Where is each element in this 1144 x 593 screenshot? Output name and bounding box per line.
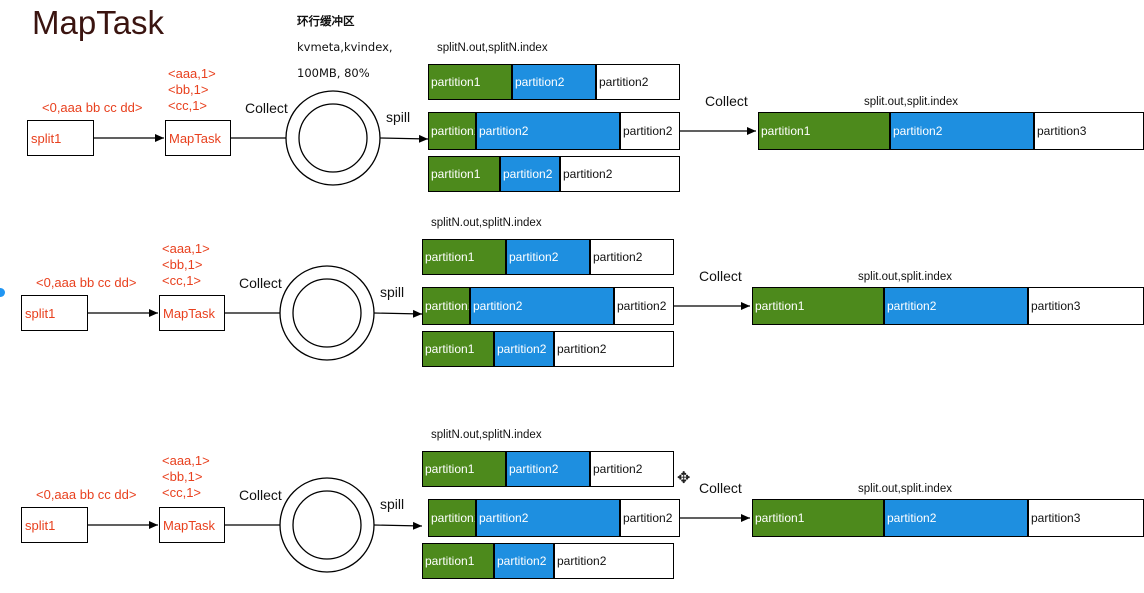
- merged-partition-segment: partition3: [1028, 287, 1144, 325]
- spill-arrow: [379, 134, 429, 143]
- collect-label: Collect: [239, 487, 282, 503]
- spill-partition-segment: partition2: [590, 239, 674, 275]
- kv-pair-label: <cc,1>: [162, 273, 202, 288]
- input-record-label: <0,aaa bb cc dd>: [36, 275, 137, 290]
- buffer-name: 环行缓冲区: [297, 14, 355, 28]
- maptask-box: MapTask: [159, 295, 225, 331]
- buffer-size: 100MB, 80%: [297, 66, 370, 80]
- spill-partition-segment: partition2: [554, 543, 674, 579]
- spill-partition-segment: partition2: [620, 112, 680, 150]
- kv-pair-label: <aaa,1>: [168, 66, 216, 81]
- split-box: split1: [21, 295, 88, 331]
- spill-partition-segment: partition2: [476, 112, 620, 150]
- spill-files-label: splitN.out,splitN.index: [431, 217, 542, 229]
- spill-partition-segment: partition2: [506, 451, 590, 487]
- kv-pair-label: <bb,1>: [162, 257, 203, 272]
- merged-file-label: split.out,split.index: [858, 271, 952, 283]
- ring-buffer-inner: [298, 103, 368, 173]
- spill-partition-segment: partition1: [428, 64, 512, 100]
- spill-label: spill: [380, 284, 405, 300]
- page-title: MapTask: [32, 4, 165, 41]
- spill-partition-segment: partition1: [422, 451, 506, 487]
- spill-label: spill: [380, 496, 405, 512]
- spill-partition-segment: partition2: [470, 287, 614, 325]
- spill-partition-segment: partition1: [422, 543, 494, 579]
- spill-label: spill: [386, 109, 411, 125]
- move-cursor-icon: ✥: [677, 470, 691, 487]
- spill-partition-segment: partition2: [560, 156, 680, 192]
- spill-partition-segment: partition2: [506, 239, 590, 275]
- spill-arrow: [373, 309, 423, 318]
- spill-partition-segment: partition1: [422, 239, 506, 275]
- spill-partition-segment: partition1: [428, 112, 476, 150]
- ring-buffer-inner: [292, 278, 362, 348]
- spill-partition-segment: partition2: [596, 64, 680, 100]
- spill-partition-segment: partition1: [428, 499, 476, 537]
- maptask-box: MapTask: [159, 507, 225, 543]
- spill-partition-segment: partition2: [614, 287, 674, 325]
- buffer-meta: kvmeta,kvindex,: [297, 40, 393, 54]
- spill-arrow: [373, 521, 423, 530]
- kv-pair-label: <cc,1>: [162, 485, 202, 500]
- spill-partition-segment: partition2: [512, 64, 596, 100]
- spill-partition-segment: partition2: [476, 499, 620, 537]
- split-box: split1: [21, 507, 88, 543]
- collect-label: Collect: [239, 275, 282, 291]
- collect-label: Collect: [245, 100, 288, 116]
- input-record-label: <0,aaa bb cc dd>: [42, 100, 143, 115]
- input-record-label: <0,aaa bb cc dd>: [36, 487, 137, 502]
- maptask-box: MapTask: [165, 120, 231, 156]
- merge-collect-label: Collect: [699, 268, 742, 284]
- merged-partition-segment: partition1: [758, 112, 890, 150]
- merged-partition-segment: partition1: [752, 499, 884, 537]
- merged-partition-segment: partition2: [890, 112, 1034, 150]
- merge-collect-label: Collect: [705, 93, 748, 109]
- kv-pair-label: <cc,1>: [168, 98, 208, 113]
- merged-partition-segment: partition1: [752, 287, 884, 325]
- merged-partition-segment: partition3: [1034, 112, 1144, 150]
- merged-file-label: split.out,split.index: [858, 483, 952, 495]
- spill-files-label: splitN.out,splitN.index: [431, 429, 542, 441]
- kv-pair-label: <bb,1>: [162, 469, 203, 484]
- kv-pair-label: <aaa,1>: [162, 453, 210, 468]
- spill-partition-segment: partition1: [428, 156, 500, 192]
- spill-partition-segment: partition2: [620, 499, 680, 537]
- spill-partition-segment: partition1: [422, 331, 494, 367]
- ring-buffer-inner: [292, 490, 362, 560]
- spill-partition-segment: partition2: [494, 543, 554, 579]
- connection-dot: [0, 288, 5, 297]
- merged-file-label: split.out,split.index: [864, 96, 958, 108]
- merge-collect-label: Collect: [699, 480, 742, 496]
- kv-pair-label: <aaa,1>: [162, 241, 210, 256]
- merged-partition-segment: partition2: [884, 499, 1028, 537]
- merged-partition-segment: partition3: [1028, 499, 1144, 537]
- spill-partition-segment: partition1: [422, 287, 470, 325]
- spill-partition-segment: partition2: [590, 451, 674, 487]
- spill-files-label: splitN.out,splitN.index: [437, 42, 548, 54]
- spill-partition-segment: partition2: [554, 331, 674, 367]
- spill-partition-segment: partition2: [500, 156, 560, 192]
- spill-partition-segment: partition2: [494, 331, 554, 367]
- merged-partition-segment: partition2: [884, 287, 1028, 325]
- kv-pair-label: <bb,1>: [168, 82, 209, 97]
- split-box: split1: [27, 120, 94, 156]
